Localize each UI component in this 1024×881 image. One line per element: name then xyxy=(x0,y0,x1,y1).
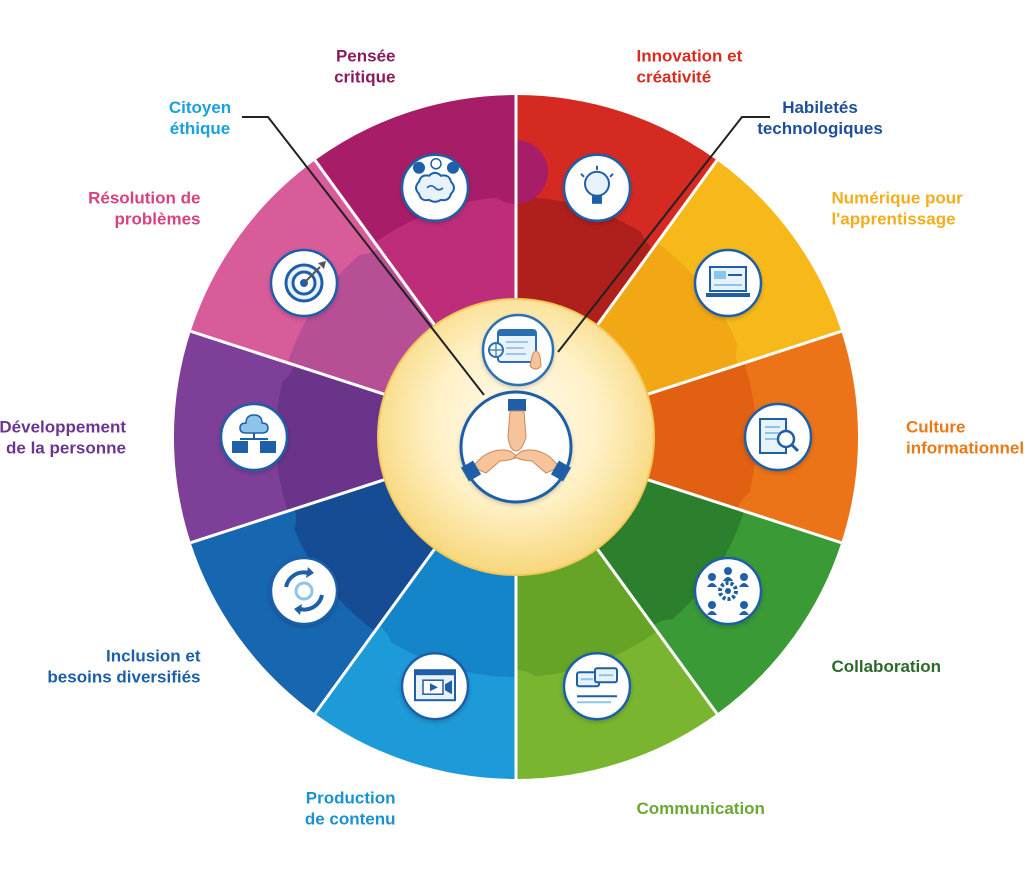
label-line: critique xyxy=(334,68,395,87)
label-pensee: Pensée critique xyxy=(334,47,395,87)
label-line: Inclusion et xyxy=(106,647,201,666)
divider-communication xyxy=(595,547,719,715)
divider-resolution xyxy=(190,329,386,396)
label-line: de contenu xyxy=(305,809,396,828)
label-developpement: Développement de la personne xyxy=(0,418,126,458)
callout-habiletes: Habiletés technologiques xyxy=(757,98,883,138)
divider-collaboration xyxy=(646,478,842,545)
video-editor-icon xyxy=(400,651,470,721)
label-line: éthique xyxy=(170,119,230,138)
divider-numerique xyxy=(595,159,719,327)
label-numerique: Numérique pour l'apprentissage xyxy=(832,188,964,228)
habiletes-callout-line xyxy=(557,116,770,353)
label-inclusion: Inclusion et besoins diversifiés xyxy=(47,647,200,687)
label-line: informationnelle xyxy=(906,439,1024,458)
segment-shade-innovation xyxy=(516,196,658,326)
label-collaboration: Collaboration xyxy=(832,657,942,676)
segment-shade-resolution xyxy=(287,242,435,395)
hub-ring-border xyxy=(377,298,655,576)
target-icon xyxy=(269,248,339,318)
label-line: Numérique pour xyxy=(832,188,964,207)
segment-shade-production xyxy=(374,548,516,678)
label-innovation: Innovation et créativité xyxy=(637,47,743,87)
label-line: Résolution de xyxy=(88,188,200,207)
team-gear-icon xyxy=(693,556,763,626)
chat-bubbles-icon xyxy=(562,651,632,721)
segment-shade-communication xyxy=(516,548,658,677)
cycle-arrows-icon xyxy=(269,556,339,626)
label-line: problèmes xyxy=(115,209,201,228)
segment-icons xyxy=(219,153,813,721)
handshake-hands-icon xyxy=(460,399,572,482)
label-line: l'apprentissage xyxy=(832,209,956,228)
segment-dividers xyxy=(190,95,842,779)
segment-shade-numerique xyxy=(597,242,745,395)
network-computers-icon xyxy=(219,402,289,472)
hub-center-icon xyxy=(459,390,573,504)
brain-ideas-icon xyxy=(400,153,470,223)
laptop-screens-icon xyxy=(693,248,763,318)
lightbulb-icon xyxy=(562,153,632,223)
label-line: Culture xyxy=(906,418,966,437)
label-line: de la personne xyxy=(6,439,126,458)
label-line: Production xyxy=(306,788,396,807)
label-culture: Culture informationnelle xyxy=(906,418,1024,458)
label-line: Innovation et xyxy=(637,47,743,66)
callout-lines xyxy=(242,116,770,396)
divider-pensee xyxy=(313,159,437,327)
label-communication: Communication xyxy=(637,799,765,818)
label-line: Habiletés xyxy=(782,98,858,117)
segment-shade-collaboration xyxy=(597,479,745,632)
label-line: Développement xyxy=(0,418,126,437)
label-line: créativité xyxy=(637,68,712,87)
label-line: Citoyen xyxy=(169,98,231,117)
label-line: Communication xyxy=(637,799,765,818)
citoyen-callout-line xyxy=(242,116,485,396)
label-line: besoins diversifiés xyxy=(47,668,200,687)
label-production: Production de contenu xyxy=(305,788,396,828)
label-line: Pensée xyxy=(336,47,396,66)
divider-inclusion xyxy=(313,547,437,715)
segment-shade-culture xyxy=(647,362,757,512)
divider-culture xyxy=(646,329,842,396)
label-resolution: Résolution de problèmes xyxy=(88,188,200,228)
segment-shade-inclusion xyxy=(287,479,435,632)
label-line: Collaboration xyxy=(832,657,942,676)
label-line: technologiques xyxy=(757,119,883,138)
segment-shade-developpement xyxy=(275,362,385,512)
divider-developpement xyxy=(190,478,386,545)
laptop-web-touch-icon xyxy=(488,329,542,370)
segment-shade-pensee xyxy=(374,196,516,326)
hub-top-icon xyxy=(481,313,555,387)
callout-citoyen: Citoyen éthique xyxy=(169,98,231,138)
document-search-icon xyxy=(743,402,813,472)
